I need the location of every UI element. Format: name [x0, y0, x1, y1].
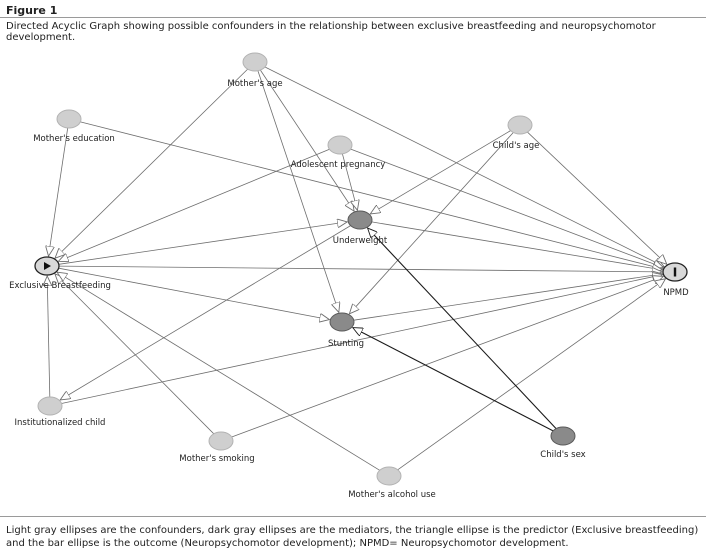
- edge-childs-age-to-underweight: [370, 130, 511, 214]
- edge-childs-age-to-npmd: [527, 131, 666, 264]
- edge-underweight-to-institutionalized-child: [60, 225, 351, 400]
- edge-exclusive-breastfeeding-to-npmd: [58, 265, 662, 272]
- node-label: Underweight: [333, 236, 388, 246]
- node-ellipse: [242, 52, 268, 72]
- edge-exclusive-breastfeeding-to-underweight: [58, 222, 347, 265]
- node-ellipse: [376, 466, 402, 486]
- node-label: Adolescent pregnancy: [291, 160, 386, 170]
- node-ellipse: [56, 109, 82, 129]
- edge-stunting-to-npmd: [353, 274, 662, 321]
- edge-adolescent-pregnancy-to-underweight: [342, 153, 357, 210]
- edge-mothers-alcohol-use-to-exclusive-breastfeeding: [57, 272, 380, 471]
- node-ellipse: [329, 312, 355, 332]
- node-mothers-education: Mother's education: [33, 109, 115, 144]
- edge-adolescent-pregnancy-to-npmd: [350, 148, 664, 268]
- figure-note: Light gray ellipses are the confounders,…: [6, 525, 699, 549]
- edge-adolescent-pregnancy-to-exclusive-breastfeeding: [58, 148, 330, 261]
- figure-caption: Directed Acyclic Graph showing possible …: [6, 21, 656, 43]
- edge-institutionalized-child-to-npmd: [61, 275, 663, 404]
- node-ellipse: [208, 431, 234, 451]
- node-stunting: Stunting: [328, 312, 364, 349]
- node-childs-age: Child's age: [493, 115, 540, 151]
- node-label: Institutionalized child: [15, 418, 106, 428]
- edge-mothers-education-to-npmd: [80, 121, 662, 269]
- predictor-triangle-icon: [44, 262, 51, 270]
- edge-mothers-age-to-npmd: [264, 66, 664, 267]
- node-mothers-age: Mother's age: [227, 52, 283, 89]
- edge-institutionalized-child-to-exclusive-breastfeeding: [47, 276, 50, 398]
- node-ellipse: [327, 135, 353, 155]
- node-npmd: NPMD: [662, 262, 689, 298]
- top-divider: [0, 17, 706, 18]
- edge-mothers-age-to-exclusive-breastfeeding: [55, 68, 248, 258]
- node-childs-sex: Child's sex: [540, 426, 586, 460]
- edge-mothers-smoking-to-exclusive-breastfeeding: [55, 274, 215, 435]
- edge-underweight-to-npmd: [371, 221, 663, 270]
- edge-mothers-alcohol-use-to-npmd: [397, 279, 666, 471]
- node-mothers-smoking: Mother's smoking: [179, 431, 255, 464]
- node-label: Stunting: [328, 339, 364, 349]
- node-label: Mother's alcohol use: [348, 490, 436, 500]
- edge-childs-sex-to-underweight: [368, 228, 557, 429]
- node-exclusive-breastfeeding: Exclusive Breastfeeding: [9, 256, 111, 291]
- node-ellipse: [37, 396, 63, 416]
- figure-label: Figure 1: [6, 4, 58, 17]
- node-label: Child's sex: [540, 450, 585, 460]
- node-institutionalized-child: Institutionalized child: [15, 396, 106, 428]
- node-mothers-alcohol-use: Mother's alcohol use: [348, 466, 436, 500]
- outcome-bar-icon: [673, 267, 677, 277]
- node-label: Exclusive Breastfeeding: [9, 281, 111, 291]
- node-label: NPMD: [663, 288, 689, 298]
- edge-mothers-education-to-exclusive-breastfeeding: [49, 127, 69, 256]
- node-ellipse: [347, 210, 373, 230]
- edge-mothers-age-to-stunting: [257, 70, 339, 313]
- edge-mothers-age-to-underweight: [260, 69, 354, 211]
- node-ellipse: [507, 115, 533, 135]
- edge-childs-age-to-stunting: [349, 132, 514, 314]
- node-adolescent-pregnancy: Adolescent pregnancy: [291, 135, 386, 170]
- node-ellipse: [550, 426, 576, 446]
- node-underweight: Underweight: [333, 210, 388, 246]
- bottom-divider: [0, 516, 706, 517]
- edge-exclusive-breastfeeding-to-stunting: [58, 267, 330, 319]
- node-label: Child's age: [493, 141, 540, 151]
- node-label: Mother's education: [33, 134, 115, 144]
- edge-mothers-smoking-to-npmd: [231, 276, 664, 438]
- node-label: Mother's smoking: [179, 454, 254, 464]
- edge-childs-sex-to-stunting: [353, 328, 554, 432]
- edges-layer: [47, 66, 667, 471]
- node-label: Mother's age: [227, 79, 282, 89]
